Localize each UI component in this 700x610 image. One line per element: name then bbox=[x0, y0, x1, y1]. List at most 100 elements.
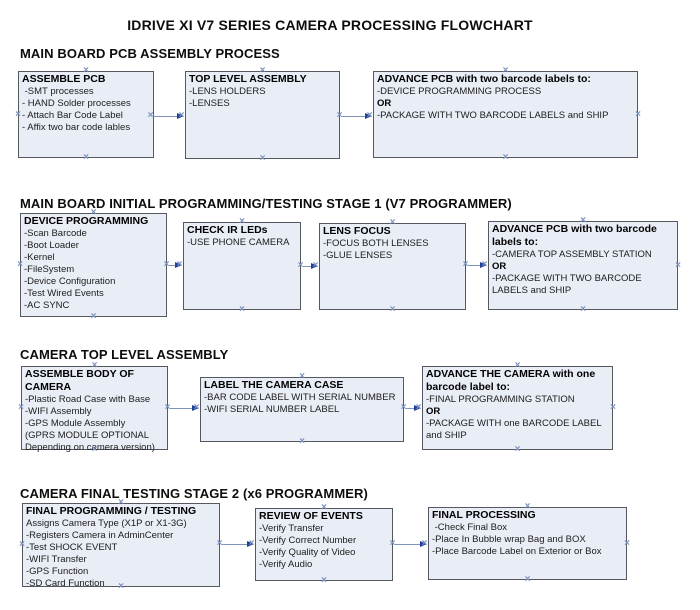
box-title: ADVANCE THE CAMERA with one barcode labe… bbox=[426, 368, 599, 393]
box-line: -LENS HOLDERS bbox=[189, 86, 266, 97]
connection-point-icon bbox=[514, 445, 521, 455]
box-title: FINAL PROCESSING bbox=[432, 509, 536, 521]
box-line: -Registers Camera in AdminCenter bbox=[26, 530, 174, 541]
box-title: TOP LEVEL ASSEMBLY bbox=[189, 73, 307, 85]
box-final-processing: FINAL PROCESSING -Check Final Box -Place… bbox=[428, 507, 627, 580]
box-line: Depending on camera version) bbox=[25, 442, 155, 453]
connection-point-icon bbox=[19, 540, 26, 550]
box-line: -USE PHONE CAMERA bbox=[187, 237, 290, 248]
box-title: DEVICE PROGRAMMING bbox=[24, 215, 149, 227]
box-line: -Verify Audio bbox=[259, 559, 313, 570]
box-advance-pcb-1: ADVANCE PCB with two barcode labels to: … bbox=[373, 71, 638, 158]
flow-connector bbox=[340, 111, 373, 121]
box-review-of-events: REVIEW OF EVENTS -Verify Transfer -Verif… bbox=[255, 508, 393, 581]
box-check-ir-leds: CHECK IR LEDs -USE PHONE CAMERA bbox=[183, 222, 301, 310]
box-line: Assigns Camera Type (X1P or X1-3G) bbox=[26, 518, 187, 529]
box-line: - Affix two bar code lables bbox=[22, 122, 131, 133]
box-line: -Boot Loader bbox=[24, 240, 79, 251]
box-device-programming: DEVICE PROGRAMMING -Scan Barcode -Boot L… bbox=[20, 213, 167, 317]
connector-line bbox=[342, 115, 365, 117]
section-heading-final-testing-stage2: CAMERA FINAL TESTING STAGE 2 (x6 PROGRAM… bbox=[20, 486, 368, 501]
flow-connector bbox=[151, 111, 185, 121]
arrowhead-icon bbox=[175, 262, 182, 268]
connector-line bbox=[222, 543, 247, 545]
flow-connector bbox=[220, 539, 255, 549]
arrowhead-icon bbox=[365, 113, 372, 119]
flow-connector bbox=[393, 539, 428, 549]
connection-point-icon bbox=[17, 260, 24, 270]
connector-line bbox=[395, 543, 420, 545]
box-line: -Device Configuration bbox=[24, 276, 116, 287]
box-line: -Test Wired Events bbox=[24, 288, 104, 299]
connection-point-icon bbox=[321, 576, 328, 586]
box-title: LABEL THE CAMERA CASE bbox=[204, 379, 344, 391]
box-line: OR bbox=[426, 406, 441, 417]
arrowhead-icon bbox=[480, 262, 487, 268]
box-line: OR bbox=[377, 98, 392, 109]
arrowhead-icon bbox=[414, 405, 421, 411]
connection-point-icon bbox=[239, 305, 246, 315]
box-title: LENS FOCUS bbox=[323, 225, 391, 237]
box-line: -FileSystem bbox=[24, 264, 75, 275]
box-line: -CAMERA TOP ASSEMBLY STATION bbox=[492, 249, 652, 260]
box-line: -PACKAGE WITH TWO BARCODE LABELS and SHI… bbox=[492, 273, 645, 296]
flow-connector bbox=[466, 260, 488, 270]
box-title: REVIEW OF EVENTS bbox=[259, 510, 363, 522]
box-line: -FOCUS BOTH LENSES bbox=[323, 238, 429, 249]
connection-point-icon bbox=[83, 153, 90, 163]
box-line: -Scan Barcode bbox=[24, 228, 87, 239]
box-line: -Kernel bbox=[24, 252, 55, 263]
box-line: -FINAL PROGRAMMING STATION bbox=[426, 394, 575, 405]
flowchart-title: IDRIVE XI V7 SERIES CAMERA PROCESSING FL… bbox=[127, 17, 533, 33]
connection-point-icon bbox=[524, 575, 531, 585]
connector-line bbox=[153, 115, 177, 117]
flow-connector bbox=[404, 403, 422, 413]
connector-line bbox=[170, 407, 192, 409]
box-assemble-pcb: ASSEMBLE PCB -SMT processes - HAND Solde… bbox=[18, 71, 154, 158]
box-line: -PACKAGE WITH one BARCODE LABEL and SHIP bbox=[426, 418, 604, 441]
box-line: -Test SHOCK EVENT bbox=[26, 542, 118, 553]
arrowhead-icon bbox=[177, 113, 184, 119]
connection-point-icon bbox=[624, 539, 631, 549]
box-line: -SD Card Function bbox=[26, 578, 105, 589]
box-line: - HAND Solder processes bbox=[22, 98, 131, 109]
box-line: OR bbox=[492, 261, 507, 272]
box-title: CHECK IR LEDs bbox=[187, 224, 268, 236]
arrowhead-icon bbox=[420, 541, 427, 547]
box-line: -Check Final Box bbox=[432, 522, 507, 533]
box-top-level-assembly: TOP LEVEL ASSEMBLY -LENS HOLDERS -LENSES bbox=[185, 71, 340, 159]
flow-connector bbox=[301, 261, 319, 271]
connection-point-icon bbox=[90, 312, 97, 322]
box-title: ASSEMBLE PCB bbox=[22, 73, 106, 85]
box-line: -Place Barcode Label on Exterior or Box bbox=[432, 546, 602, 557]
box-label-camera-case: LABEL THE CAMERA CASE -BAR CODE LABEL WI… bbox=[200, 377, 404, 442]
connection-point-icon bbox=[502, 153, 509, 163]
box-line: -WIFI Assembly bbox=[25, 406, 92, 417]
connection-point-icon bbox=[389, 305, 396, 315]
connection-point-icon bbox=[675, 261, 682, 271]
box-title: FINAL PROGRAMMING / TESTING bbox=[26, 505, 197, 517]
section-heading-pcb-assembly: MAIN BOARD PCB ASSEMBLY PROCESS bbox=[20, 46, 280, 61]
box-line: -BAR CODE LABEL WITH SERIAL NUMBER bbox=[204, 392, 396, 403]
connection-point-icon bbox=[15, 110, 22, 120]
connection-point-icon bbox=[580, 305, 587, 315]
box-line: -GPS Function bbox=[26, 566, 89, 577]
box-advance-camera: ADVANCE THE CAMERA with one barcode labe… bbox=[422, 366, 613, 450]
connector-line bbox=[303, 265, 311, 267]
connection-point-icon bbox=[18, 403, 25, 413]
flow-connector bbox=[167, 260, 183, 270]
connection-point-icon bbox=[610, 403, 617, 413]
box-line: -Plastic Road Case with Base bbox=[25, 394, 151, 405]
box-line: -AC SYNC bbox=[24, 300, 70, 311]
box-final-programming-testing: FINAL PROGRAMMING / TESTING Assigns Came… bbox=[19, 503, 220, 589]
box-line: -WIFI Transfer bbox=[26, 554, 87, 565]
box-line: -Verify Quality of Video bbox=[259, 547, 356, 558]
box-title: ADVANCE PCB with two barcode labels to: bbox=[492, 223, 660, 248]
connection-point-icon bbox=[635, 110, 642, 120]
box-line: -SMT processes bbox=[22, 86, 94, 97]
section-heading-programming-stage1: MAIN BOARD INITIAL PROGRAMMING/TESTING S… bbox=[20, 196, 512, 211]
box-line: -Place In Bubble wrap Bag and BOX bbox=[432, 534, 586, 545]
connection-point-icon bbox=[259, 154, 266, 164]
arrowhead-icon bbox=[247, 541, 254, 547]
